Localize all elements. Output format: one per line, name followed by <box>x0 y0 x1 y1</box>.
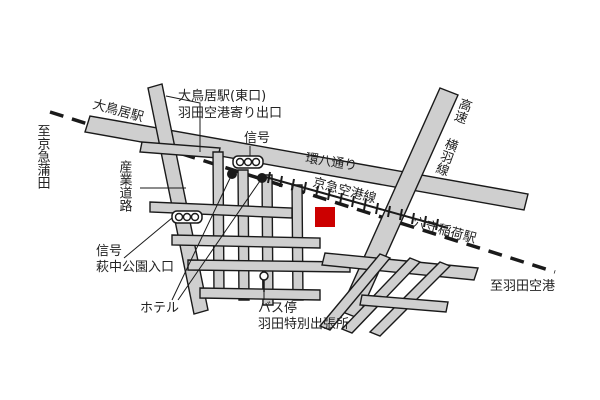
road-network <box>84 83 529 337</box>
traffic-signal-icon <box>171 210 203 224</box>
road-h1 <box>149 201 293 219</box>
road-h2 <box>171 234 321 249</box>
label-sangyo-doro: 産業道路 <box>117 159 133 212</box>
road-h4 <box>199 287 321 301</box>
leader-lines <box>123 95 265 301</box>
label-bus-stop-sub: 羽田特別出張所 <box>258 317 349 332</box>
label-exit-sub: 羽田空港寄り出口 <box>178 105 282 121</box>
label-to-kamata: 至京急蒲田 <box>35 124 51 189</box>
keikyu-tracks <box>261 171 449 231</box>
road-v2 <box>237 169 250 301</box>
road-r1 <box>318 253 392 331</box>
label-to-haneda: 至羽田空港 <box>490 279 555 294</box>
label-signal-left: 信号 <box>96 244 122 259</box>
label-park-entrance: 萩中公園入口 <box>96 260 174 275</box>
label-exit-title: 大鳥居駅(東口) <box>178 88 266 104</box>
label-anamori: 穴守稲荷駅 <box>411 215 478 246</box>
label-bus-stop: バス停 <box>258 300 297 316</box>
road-r4 <box>359 294 449 313</box>
road-top-left <box>139 141 221 159</box>
label-hotel: ホテル <box>140 301 179 316</box>
label-signal-top: 信号 <box>244 131 270 146</box>
destination-marker[interactable] <box>315 207 335 227</box>
road-v1 <box>212 151 225 296</box>
bus-stop-icon <box>259 271 269 292</box>
traffic-signal-icon <box>232 155 264 169</box>
